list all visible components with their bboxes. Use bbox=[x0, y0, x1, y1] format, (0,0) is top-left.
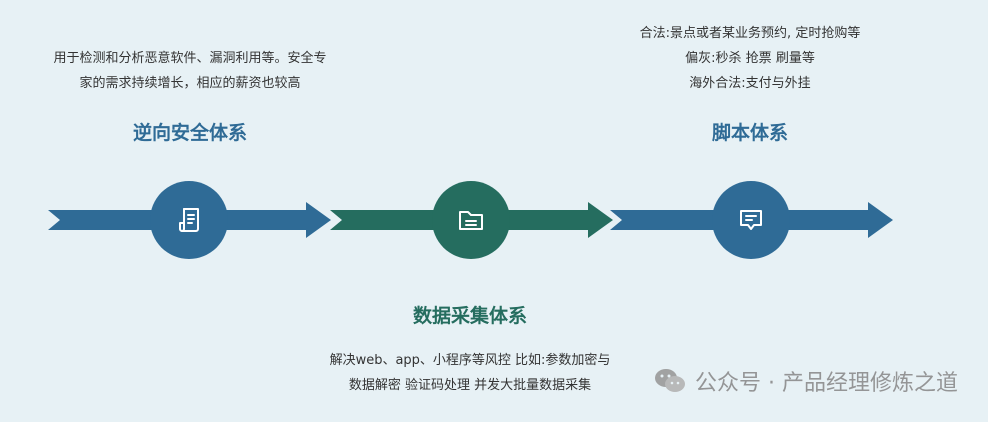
document-icon bbox=[179, 208, 199, 232]
stage1-desc-line: 用于检测和分析恶意软件、漏洞利用等。安全专 bbox=[53, 51, 327, 66]
wechat-icon bbox=[655, 369, 686, 392]
stage1-desc-line: 家的需求持续增长，相应的薪资也较高 bbox=[79, 76, 301, 91]
stage3-desc-line: 偏灰:秒杀 抢票 刷量等 bbox=[685, 51, 815, 66]
stage1-description: 用于检测和分析恶意软件、漏洞利用等。安全专 家的需求持续增长，相应的薪资也较高 bbox=[40, 46, 340, 96]
stage2-node bbox=[432, 181, 510, 259]
stage2-title: 数据采集体系 bbox=[412, 305, 527, 327]
stage3-description: 合法:景点或者某业务预约, 定时抢购等 偏灰:秒杀 抢票 刷量等 海外合法:支付… bbox=[600, 21, 900, 96]
stage3-desc-line: 海外合法:支付与外挂 bbox=[689, 76, 811, 91]
stage2-desc-line: 数据解密 验证码处理 并发大批量数据采集 bbox=[348, 378, 592, 393]
watermark-text: 公众号 · 产品经理修炼之道 bbox=[695, 371, 958, 396]
stage2-desc-line: 解决web、app、小程序等风控 比如:参数加密与 bbox=[329, 353, 611, 368]
chat-icon bbox=[740, 210, 762, 230]
stage3-title: 脚本体系 bbox=[711, 122, 788, 144]
stage3-desc-line: 合法:景点或者某业务预约, 定时抢购等 bbox=[639, 26, 861, 41]
stage3-node bbox=[712, 181, 790, 259]
stage1-title: 逆向安全体系 bbox=[132, 122, 247, 144]
watermark: 公众号 · 产品经理修炼之道 bbox=[653, 365, 958, 397]
stage2-description: 解决web、app、小程序等风控 比如:参数加密与 数据解密 验证码处理 并发大… bbox=[300, 348, 640, 398]
folder-icon bbox=[459, 211, 483, 230]
stage1-node bbox=[150, 181, 228, 259]
